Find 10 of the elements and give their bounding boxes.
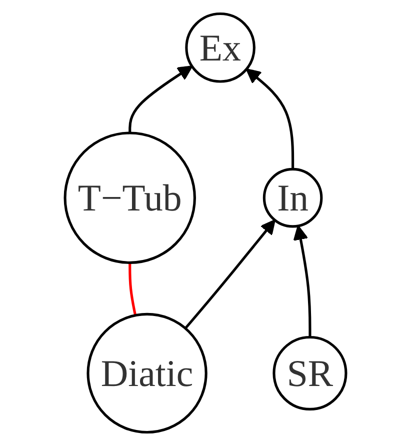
arrow — [293, 225, 312, 338]
node-circle: T−Tub — [64, 132, 196, 264]
node-circle: Diatic — [86, 312, 208, 434]
node-circle: In — [262, 168, 323, 228]
connector — [128, 262, 137, 316]
arrow — [246, 68, 294, 170]
node-circle: SR — [272, 336, 348, 410]
arrow — [184, 219, 276, 330]
node-circle: Ex — [185, 12, 256, 83]
arrow — [128, 66, 193, 133]
